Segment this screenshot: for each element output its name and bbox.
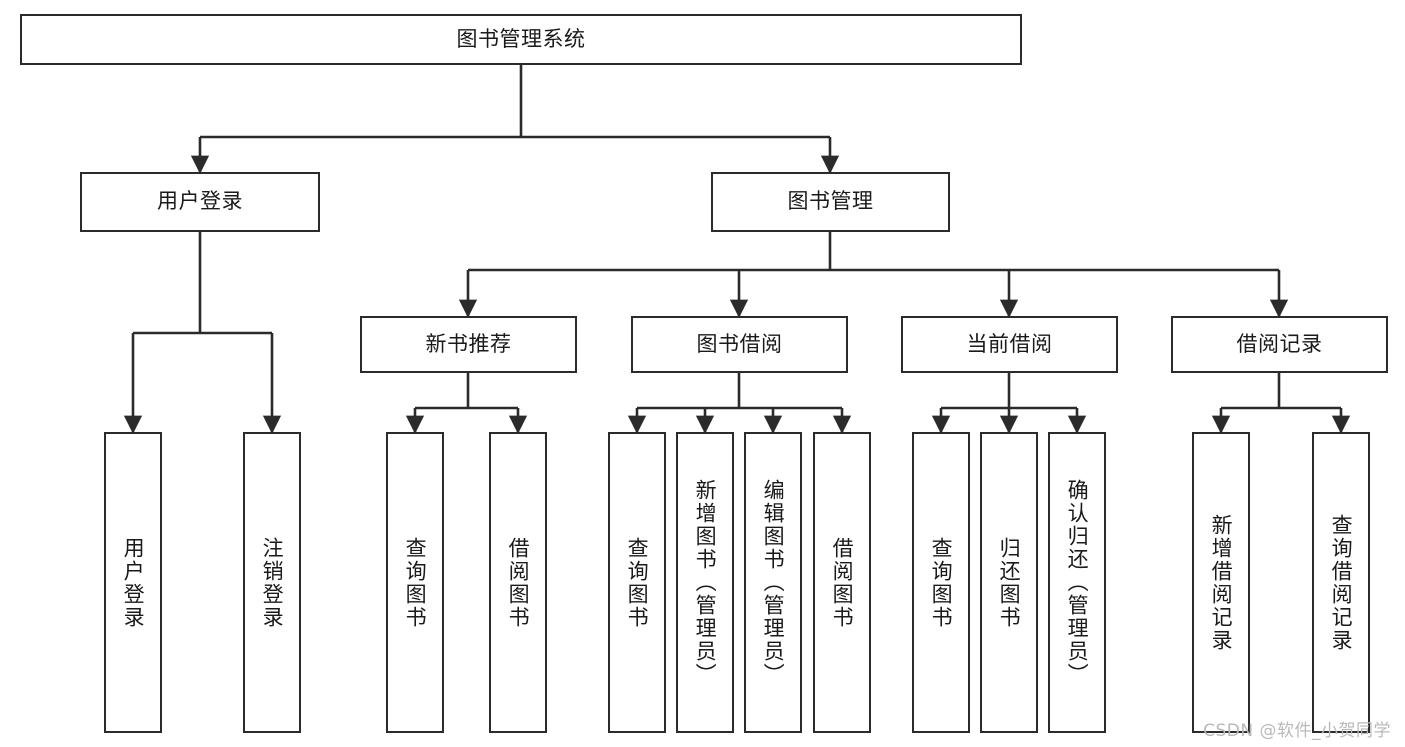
node-root[interactable]: 图书管理系统 bbox=[20, 14, 1022, 65]
node-new-book-recommend-label: 新书推荐 bbox=[425, 331, 512, 356]
node-leaf-borrow-book-1[interactable]: 借阅图书 bbox=[489, 432, 547, 733]
node-leaf-query-book-2-label: 查询图书 bbox=[625, 536, 650, 629]
node-user-login[interactable]: 用户登录 bbox=[80, 172, 320, 232]
node-leaf-return-book[interactable]: 归还图书 bbox=[980, 432, 1038, 733]
node-leaf-add-book[interactable]: 新增图书（管理员） bbox=[676, 432, 734, 733]
node-leaf-user-login-label: 用户登录 bbox=[121, 536, 146, 629]
node-current-borrow[interactable]: 当前借阅 bbox=[901, 316, 1118, 373]
node-leaf-edit-book-label: 编辑图书（管理员） bbox=[761, 479, 786, 686]
node-leaf-borrow-book-1-label: 借阅图书 bbox=[506, 536, 531, 629]
node-leaf-return-book-label: 归还图书 bbox=[997, 536, 1022, 629]
node-user-login-label: 用户登录 bbox=[157, 189, 243, 214]
node-leaf-borrow-book-2[interactable]: 借阅图书 bbox=[813, 432, 871, 733]
csdn-watermark: CSDN @软件_小贺同学 bbox=[1203, 721, 1391, 741]
node-book-management-label: 图书管理 bbox=[787, 189, 874, 214]
node-leaf-query-book-3-label: 查询图书 bbox=[929, 536, 954, 629]
node-leaf-logout-login-label: 注销登录 bbox=[260, 536, 285, 629]
node-borrow-record-label: 借阅记录 bbox=[1236, 331, 1323, 356]
node-leaf-query-record[interactable]: 查询借阅记录 bbox=[1312, 432, 1370, 733]
node-leaf-user-login[interactable]: 用户登录 bbox=[104, 432, 162, 733]
node-book-borrow[interactable]: 图书借阅 bbox=[631, 316, 848, 373]
node-new-book-recommend[interactable]: 新书推荐 bbox=[360, 316, 577, 373]
node-leaf-query-book-1[interactable]: 查询图书 bbox=[386, 432, 444, 733]
node-borrow-record[interactable]: 借阅记录 bbox=[1171, 316, 1388, 373]
node-leaf-borrow-book-2-label: 借阅图书 bbox=[830, 536, 855, 629]
node-current-borrow-label: 当前借阅 bbox=[966, 331, 1053, 356]
node-leaf-query-book-3[interactable]: 查询图书 bbox=[912, 432, 970, 733]
node-leaf-confirm-return[interactable]: 确认归还（管理员） bbox=[1048, 432, 1106, 733]
node-leaf-add-record-label: 新增借阅记录 bbox=[1209, 513, 1234, 652]
node-leaf-add-book-label: 新增图书（管理员） bbox=[693, 479, 718, 686]
node-leaf-edit-book[interactable]: 编辑图书（管理员） bbox=[744, 432, 802, 733]
node-leaf-query-book-1-label: 查询图书 bbox=[403, 536, 428, 629]
node-book-borrow-label: 图书借阅 bbox=[696, 331, 783, 356]
node-leaf-logout-login[interactable]: 注销登录 bbox=[243, 432, 301, 733]
node-leaf-query-record-label: 查询借阅记录 bbox=[1329, 513, 1354, 652]
node-leaf-confirm-return-label: 确认归还（管理员） bbox=[1065, 479, 1090, 686]
node-book-management[interactable]: 图书管理 bbox=[711, 172, 950, 232]
node-leaf-add-record[interactable]: 新增借阅记录 bbox=[1192, 432, 1250, 733]
node-leaf-query-book-2[interactable]: 查询图书 bbox=[608, 432, 666, 733]
node-root-label: 图书管理系统 bbox=[456, 26, 586, 51]
